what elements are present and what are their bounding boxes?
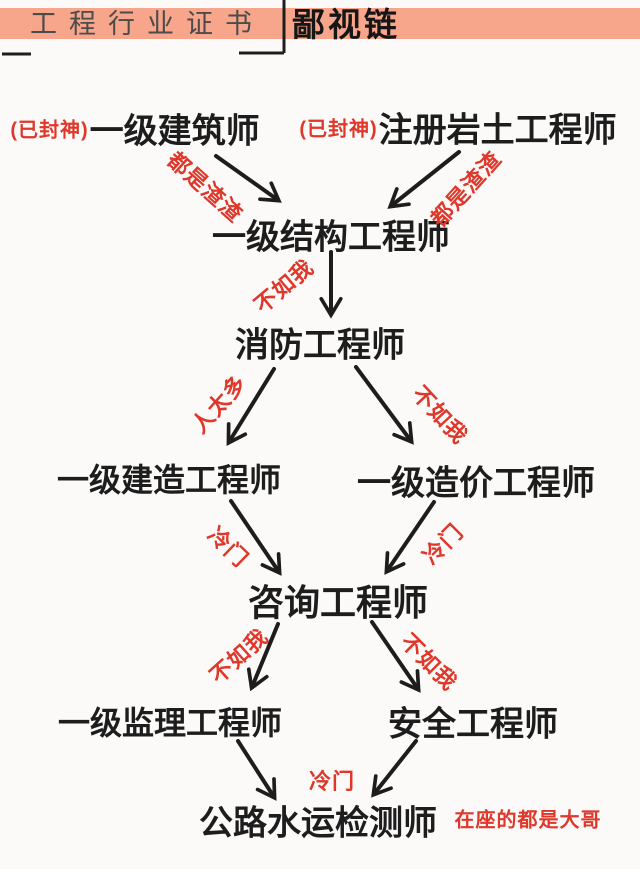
node-safety-engineer: 安全工程师 [388, 697, 558, 746]
page-title: 工程行业证书 [30, 8, 264, 39]
arrow-supervision-to-highway [236, 739, 277, 801]
arrow-safety-to-highway [371, 739, 418, 798]
node-label: 消防工程师 [235, 326, 405, 365]
arrow-fire-to-cost [354, 365, 414, 445]
footer-note: 在座的都是大哥 [454, 809, 602, 832]
arrow-construction-to-consulting [229, 499, 282, 576]
node-prefix-deified: (已封神) [299, 118, 378, 141]
node-highway-waterway-inspector: 公路水运检测师 [199, 796, 437, 845]
arrow-fire-to-construction [226, 367, 276, 446]
edge-label-unpopular-bottom: 冷门 [308, 769, 356, 794]
node-label: 一级监理工程师 [57, 705, 283, 741]
page-subtitle: 鄙视链 [292, 6, 400, 44]
node-label: 一级结构工程师 [212, 218, 450, 257]
arrow-architect-to-structural [214, 154, 282, 203]
node-label: 安全工程师 [388, 705, 558, 744]
node-label: 咨询工程师 [247, 582, 429, 623]
arrow-consulting-to-supervision [246, 622, 280, 692]
arrow-consulting-to-safety [370, 620, 421, 693]
node-label: 一级建造工程师 [56, 462, 282, 498]
node-first-class-construction-engineer: 一级建造工程师 [57, 455, 281, 501]
arrow-cost-to-consulting [384, 500, 436, 575]
node-label: 注册岩土工程师 [378, 111, 617, 150]
node-label: 一级造价工程师 [357, 464, 595, 503]
node-prefix-deified: (已封神) [10, 119, 89, 142]
node-label: 一级建筑师 [89, 112, 260, 151]
node-registered-geotechnical-engineer: (已封神) 注册岩土工程师 [299, 103, 616, 152]
node-first-class-supervision-engineer: 一级监理工程师 [58, 698, 282, 744]
node-first-class-architect: (已封神) 一级建筑师 [10, 104, 259, 153]
node-fire-protection-engineer: 消防工程师 [235, 318, 405, 367]
header-band [0, 8, 640, 39]
node-label: 公路水运检测师 [199, 804, 437, 843]
node-first-class-structural-engineer: 一级结构工程师 [212, 210, 450, 259]
arrow-geotech-to-structural [387, 150, 461, 209]
node-consulting-engineer: 咨询工程师 [248, 574, 428, 626]
node-first-class-cost-engineer: 一级造价工程师 [357, 456, 595, 505]
